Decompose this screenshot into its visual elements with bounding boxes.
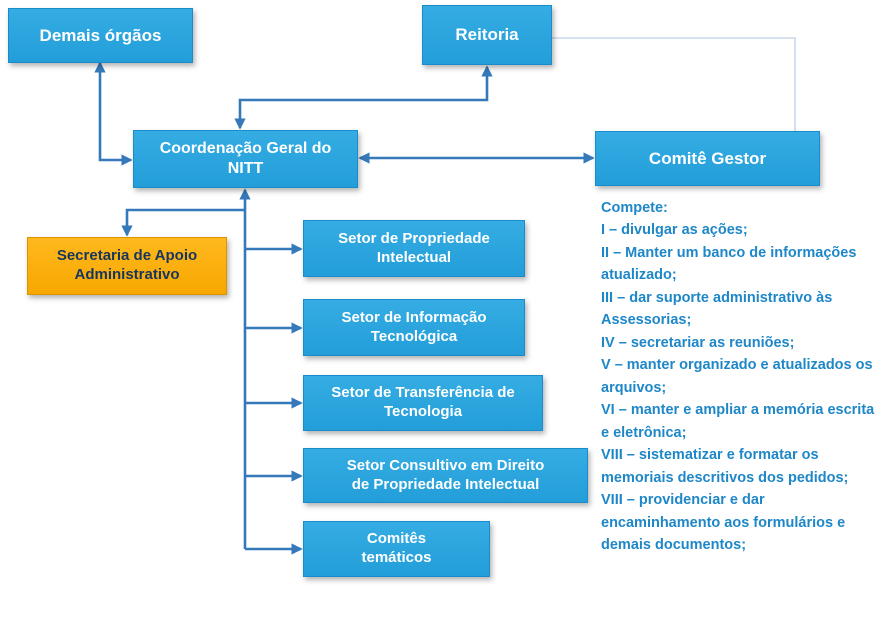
node-label: Coordenação Geral do NITT [159,140,332,177]
node-comites-tematicos: Comitês temáticos [303,521,490,577]
node-setor-propriedade-intelectual: Setor de Propriedade Intelectual [303,220,525,277]
compete-item: III – dar suporte administrativo às Asse… [601,289,833,329]
node-reitoria: Reitoria [422,5,552,65]
connector-reitoria-comite [552,37,796,131]
compete-item: VIII – sistematizar e formatar os memori… [601,447,849,486]
node-setor-informacao-tecnologica: Setor de Informação Tecnológica [303,299,525,356]
connector-secretaria [121,208,245,237]
node-comite-gestor: Comitê Gestor [595,131,820,186]
compete-item: VIII – providenciar e dar encaminhamento… [601,492,846,554]
compete-panel: Compete: I – divulgar as ações; II – Man… [601,197,883,557]
node-setor-consultivo-direito: Setor Consultivo em Direito de Proprieda… [303,448,588,503]
node-label: Secretaria de Apoio Administrativo [56,247,198,283]
compete-title: Compete: [601,200,668,216]
node-label: Setor de Transferência de Tecnologia [331,384,515,420]
compete-item: I – divulgar as ações; [601,222,748,239]
node-label: Demais órgãos [39,25,162,45]
node-setor-transferencia-tecnologia: Setor de Transferência de Tecnologia [303,375,543,431]
connector-reitoria-coordenacao [234,65,493,130]
compete-item: II – Manter um banco de informações atua… [601,244,857,284]
connector-demais-coordenacao [94,61,133,166]
compete-item: V – manter organizado e atualizados os a… [601,357,873,396]
node-label: Comitê Gestor [648,148,767,168]
compete-item: IV – secretariar as reuniões; [601,334,795,351]
node-label: Reitoria [455,25,519,45]
node-label: Setor de Informação Tecnológica [341,308,487,345]
node-label: Setor Consultivo em Direito de Proprieda… [346,456,545,493]
compete-item: VI – manter e ampliar a memória escrita … [601,402,875,441]
node-label: Comitês temáticos [361,530,432,566]
node-secretaria-apoio: Secretaria de Apoio Administrativo [27,237,227,295]
node-coordenacao-geral-nitt: Coordenação Geral do NITT [133,130,358,188]
node-label: Setor de Propriedade Intelectual [338,229,490,266]
node-demais-orgaos: Demais órgãos [8,8,193,63]
